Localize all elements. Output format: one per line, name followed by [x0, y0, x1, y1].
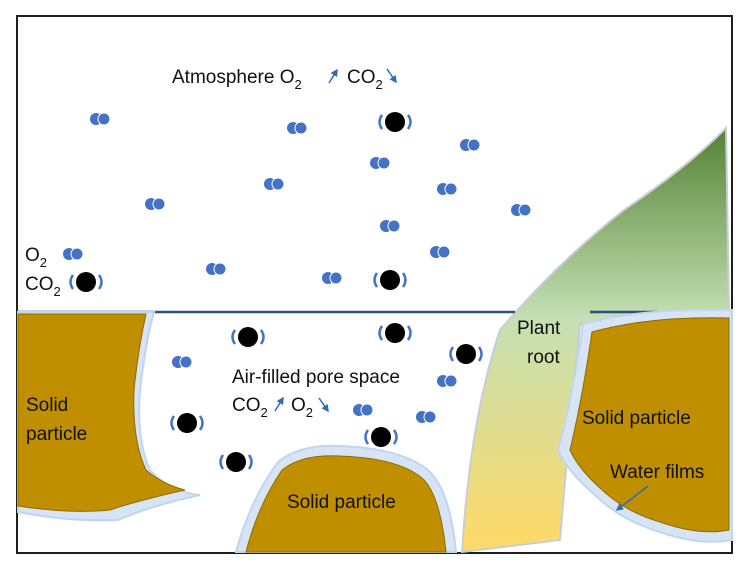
co2-molecule-icon — [449, 344, 483, 364]
trend-arrow-icon — [328, 68, 338, 84]
solid-particle-left — [17, 313, 186, 512]
pore-co2-label: CO2 — [232, 395, 268, 420]
legend-o2-label: O2 — [25, 245, 47, 270]
atmosphere-label: Atmosphere O2 — [172, 67, 302, 92]
o2-molecule-icon — [172, 355, 193, 369]
solid-particle-left-label-2: particle — [26, 424, 87, 445]
o2-molecule-icon — [380, 219, 401, 233]
o2-molecule-icon — [206, 262, 227, 276]
water-films-pointer — [615, 485, 649, 511]
pore-space-label: Air-filled pore space — [232, 367, 400, 388]
o2-molecule-icon — [430, 245, 451, 259]
o2-molecule-icon — [63, 247, 84, 261]
co2-molecule-icon — [364, 427, 398, 447]
solid-particle-left-label-1: Solid — [26, 395, 68, 416]
trend-arrow-icon — [274, 396, 284, 412]
solid-particle-right — [569, 317, 730, 533]
water-films-label: Water films — [610, 462, 704, 483]
co2-molecule-icon — [170, 413, 204, 433]
co2-molecule-icon — [378, 323, 412, 343]
o2-molecule-icon — [322, 271, 343, 285]
co2-molecule-icon — [378, 112, 412, 132]
o2-molecule-icon — [353, 403, 374, 417]
co2-molecule-icon — [231, 327, 265, 347]
o2-molecule-icon — [437, 374, 458, 388]
plant-root-label-1: Plant — [517, 318, 561, 339]
solid-particle-middle — [245, 455, 447, 553]
solid-particle-middle-label: Solid particle — [287, 492, 396, 513]
o2-molecule-icon — [511, 203, 532, 217]
gas-molecules — [63, 112, 532, 472]
o2-molecule-icon — [145, 197, 166, 211]
o2-molecule-icon — [287, 121, 308, 135]
atmosphere-co2-label: CO2 — [347, 67, 383, 92]
co2-molecule-icon — [69, 272, 103, 292]
legend-co2-label: CO2 — [25, 274, 61, 299]
pore-o2-label: O2 — [291, 395, 313, 420]
o2-molecule-icon — [264, 177, 285, 191]
o2-molecule-icon — [460, 138, 481, 152]
plant-root-label-2: root — [527, 347, 560, 368]
co2-molecule-icon — [373, 270, 407, 290]
o2-molecule-icon — [437, 182, 458, 196]
co2-molecule-icon — [219, 452, 253, 472]
trend-arrow-icon — [386, 68, 397, 84]
o2-molecule-icon — [370, 156, 391, 170]
trend-arrow-icon — [318, 397, 329, 413]
solid-particle-right-label: Solid particle — [582, 408, 691, 429]
o2-molecule-icon — [416, 410, 437, 424]
o2-molecule-icon — [90, 112, 111, 126]
